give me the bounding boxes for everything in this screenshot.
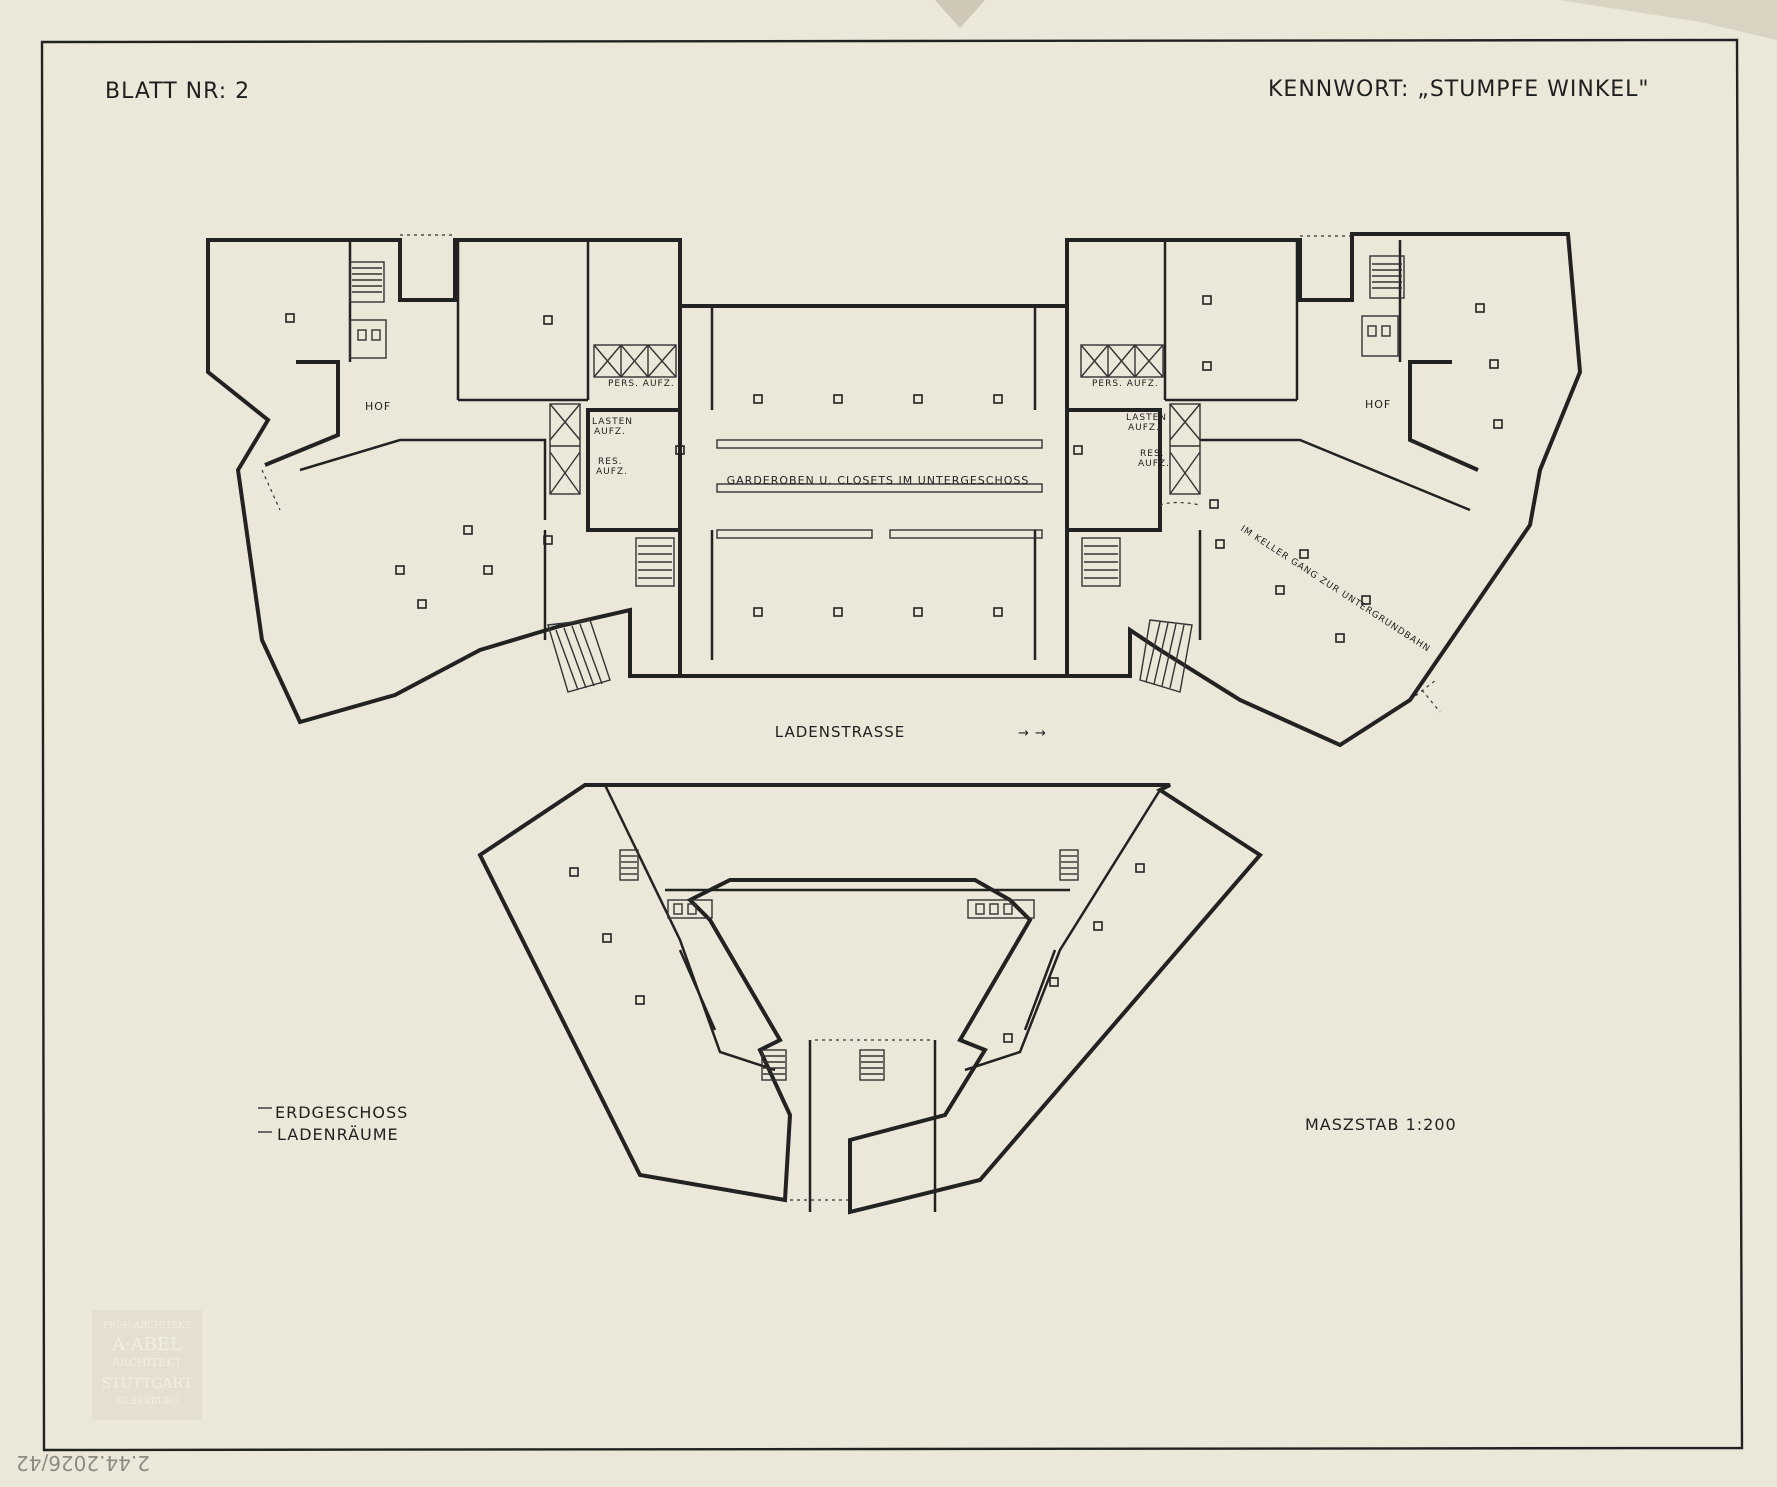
right-shop-wall [1200,438,1471,512]
scale-label: MASZSTAB 1:200 [1305,1115,1457,1134]
stamp-line-3: ARCHITEKT [111,1356,182,1369]
right-wing-columns [1202,295,1503,643]
right-lasten-label-2: AUFZ. [1128,423,1160,433]
garderoben-note: GARDEROBEN U. CLOSETS IM UNTERGESCHOSS [727,474,1030,487]
counter-rail-3 [716,529,873,539]
right-elevators [1080,344,1201,495]
right-hof-label: HOF [1365,398,1391,411]
sheet-number: BLATT NR: 2 [105,79,250,104]
architect-stamp: PROF.-ARCHITEKT A·ABEL ARCHITEKT STUTTGA… [92,1310,202,1420]
left-main-stair [547,537,675,693]
paper-tear-corner [1560,0,1777,40]
hall-columns [675,394,1083,617]
left-lasten-label-2: AUFZ. [594,427,626,437]
counter-rail-4 [889,529,1043,539]
lower-columns [569,863,1145,1043]
left-stair-block [349,261,387,359]
access-arrow [1159,501,1201,506]
lower-floor-plan [477,783,1264,1215]
lower-inner-right [964,789,1162,1072]
stamp-line-1: PROF.-ARCHITEKT [103,1321,191,1331]
lower-wc-blocks [667,899,1035,919]
right-pers-aufz-label: PERS. AUFZ. [1092,379,1159,389]
right-lasten-label-1: LASTEN [1126,413,1167,423]
lower-stairs [619,849,1079,1081]
right-wing-outline [1065,232,1583,748]
competition-motto: KENNWORT: „STUMPFE WINKEL" [1268,77,1650,102]
left-res-label-2: AUFZ. [596,467,628,477]
paper-tear [935,0,985,28]
floor-subtitle: LADENRÄUME [277,1125,399,1144]
left-wing-outline [206,238,682,725]
right-open-edge [1409,679,1441,713]
stamp-line-4: STUTTGART [102,1376,193,1392]
right-main-stair [1081,537,1193,693]
left-shop-wall [299,438,547,520]
left-pers-aufz-label: PERS. AUFZ. [608,379,675,389]
left-hof-label: HOF [365,400,391,413]
floor-title: ERDGESCHOSS [275,1103,408,1122]
stamp-line-2: A·ABEL [111,1334,182,1355]
right-res-label-1: RES. [1140,449,1165,459]
left-res-label-1: RES. [598,457,623,467]
left-open-edge [261,469,281,511]
left-elevators [549,344,677,495]
lower-passage-walls [808,1040,937,1212]
sheet-border [40,38,1744,1452]
handwritten-note: 2.44.2026/42 [16,1451,150,1475]
lower-inner-wing [678,949,1057,1031]
left-wing-inner-wall [264,360,340,467]
stamp-line-5: SILBERBURG [115,1397,179,1407]
street-label: LADENSTRASSE [775,723,906,741]
left-lasten-label-1: LASTEN [592,417,633,427]
right-res-label-2: AUFZ. [1138,459,1170,469]
street-arrows: → → [1018,726,1047,741]
left-wing-columns [285,313,553,609]
right-stair-block [1361,255,1405,357]
right-wing-inner-wall [1408,360,1479,472]
counter-rail-1 [716,439,1043,449]
counter-rail-2 [716,483,1043,493]
